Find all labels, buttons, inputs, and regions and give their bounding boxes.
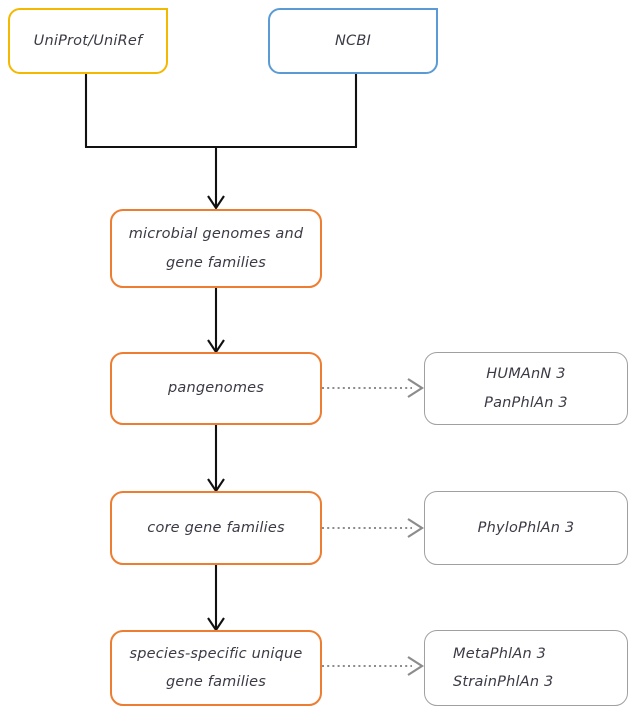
- arrowhead-unique-to-tools: [407, 656, 425, 676]
- arrowhead-core-to-tools: [407, 518, 425, 538]
- arrowhead-core-to-unique: [207, 617, 225, 632]
- node-unique-label-line1: species-specific unique: [129, 645, 303, 662]
- node-uniprot-uniref[interactable]: UniProt/UniRef: [8, 8, 168, 74]
- node-core-gene-families-label-line1: core gene families: [147, 519, 285, 536]
- node-tools-humann-panphlan-line1: HUMAnN 3: [486, 366, 566, 383]
- node-core-gene-families[interactable]: core gene families: [110, 491, 322, 565]
- node-uniprot-uniref-label: UniProt/UniRef: [33, 32, 143, 49]
- node-tools-metaphlan-strainphlan[interactable]: MetaPhlAn 3 StrainPhlAn 3: [424, 630, 628, 706]
- node-tools-phylophlan[interactable]: PhyloPhlAn 3: [424, 491, 628, 565]
- node-ncbi-label: NCBI: [335, 32, 371, 49]
- arrowhead-genomes-to-pangenomes: [207, 339, 225, 354]
- node-genomes-label-line2: gene families: [165, 254, 267, 271]
- node-tools-humann-panphlan[interactable]: HUMAnN 3 PanPhlAn 3: [424, 352, 628, 425]
- node-genomes-label-line1: microbial genomes and: [128, 226, 304, 243]
- node-species-specific-unique-gene-families[interactable]: species-specific unique gene families: [110, 630, 322, 706]
- node-pangenomes-label-line1: pangenomes: [167, 380, 265, 397]
- node-pangenomes[interactable]: pangenomes: [110, 352, 322, 425]
- arrowhead-bus-to-genomes: [207, 195, 225, 210]
- node-tools-metaphlan-strainphlan-line1: MetaPhlAn 3: [453, 645, 547, 662]
- node-ncbi[interactable]: NCBI: [268, 8, 438, 74]
- arrowhead-pangenomes-to-core: [207, 478, 225, 493]
- node-unique-label-line2: gene families: [165, 674, 267, 690]
- node-tools-metaphlan-strainphlan-line2: StrainPhlAn 3: [453, 674, 554, 690]
- node-microbial-genomes-and-gene-families[interactable]: microbial genomes and gene families: [110, 209, 322, 288]
- node-tools-humann-panphlan-line2: PanPhlAn 3: [484, 394, 568, 411]
- arrowhead-pangenomes-to-tools: [407, 378, 425, 398]
- node-tools-phylophlan-line1: PhyloPhlAn 3: [477, 519, 575, 536]
